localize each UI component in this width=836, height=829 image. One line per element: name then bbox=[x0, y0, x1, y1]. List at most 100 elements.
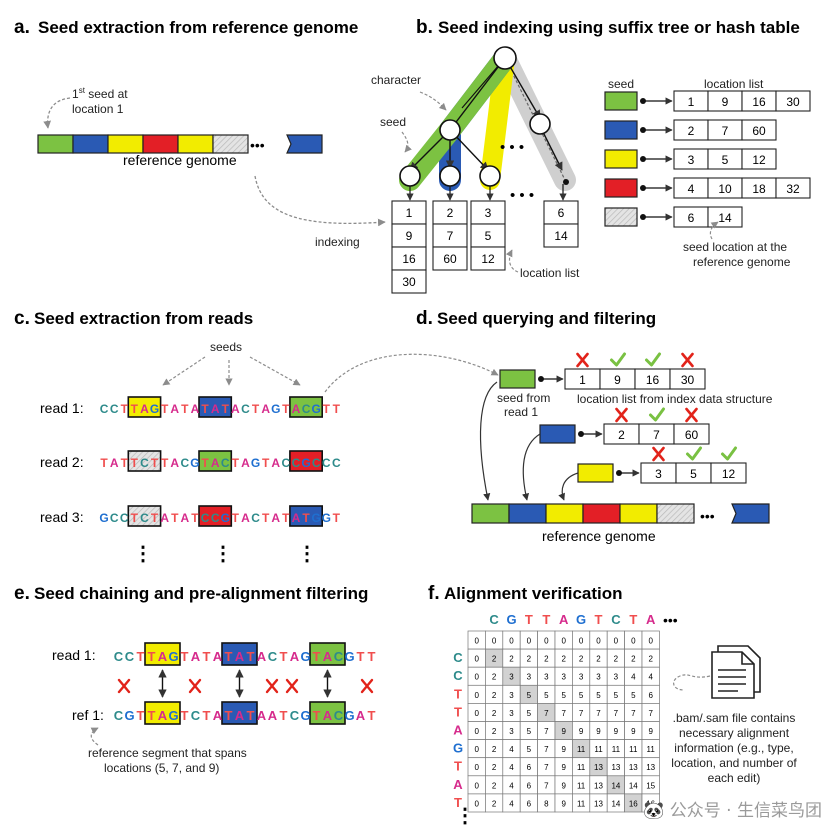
nucleotide-T: T bbox=[280, 708, 288, 723]
matrix-top-nucleotide: A bbox=[559, 612, 569, 627]
nucleotide-T: T bbox=[203, 708, 211, 723]
matrix-value: 11 bbox=[612, 745, 621, 754]
seed-label-b: seed bbox=[380, 115, 406, 129]
nucleotide-A: A bbox=[271, 456, 280, 470]
matrix-value: 9 bbox=[561, 727, 566, 736]
matrix-value: 9 bbox=[561, 763, 566, 772]
seed-note-pre: 1 bbox=[72, 87, 79, 101]
nucleotide-A: A bbox=[170, 456, 179, 470]
nucleotide-T: T bbox=[161, 402, 169, 416]
tree-list-value: 16 bbox=[402, 252, 416, 266]
nucleotide-G: G bbox=[300, 649, 310, 664]
seed-box-gray bbox=[127, 505, 162, 527]
nucleotide-G: G bbox=[124, 708, 134, 723]
matrix-value: 2 bbox=[492, 781, 497, 790]
matrix-value: 0 bbox=[474, 691, 479, 700]
hash-list-value: 10 bbox=[718, 182, 732, 196]
matrix-value: 11 bbox=[629, 745, 638, 754]
matrix-value: 5 bbox=[527, 727, 532, 736]
hash-list-value: 2 bbox=[688, 124, 695, 138]
matrix-value: 9 bbox=[648, 727, 653, 736]
seed-from-line2: read 1 bbox=[504, 405, 538, 419]
matrix-side-nucleotide: T bbox=[454, 686, 462, 701]
nucleotide-A: A bbox=[191, 402, 200, 416]
matrix-value: 11 bbox=[577, 763, 586, 772]
matrix-value: 5 bbox=[579, 691, 584, 700]
seed-box-blue bbox=[198, 396, 233, 418]
list-note: location list from index data structure bbox=[577, 392, 773, 406]
nucleotide-T: T bbox=[131, 511, 139, 525]
panel-f-label: f. bbox=[428, 583, 440, 604]
file-note-line: .bam/.sam file contains bbox=[673, 711, 796, 725]
matrix-value: 3 bbox=[509, 709, 514, 718]
ref-label-e: ref 1: bbox=[72, 707, 104, 723]
nucleotide-C: C bbox=[110, 402, 119, 416]
matrix-value: 2 bbox=[492, 763, 497, 772]
seed-box-green bbox=[309, 701, 346, 725]
matrix-value: 4 bbox=[509, 781, 514, 790]
nucleotide-G: G bbox=[322, 511, 331, 525]
hash-seed-header: seed bbox=[608, 77, 634, 91]
seeds-label: seeds bbox=[210, 340, 242, 354]
hash-list-value: 14 bbox=[718, 211, 732, 225]
genome-segment-yellow bbox=[545, 503, 584, 524]
nucleotide-T: T bbox=[225, 708, 233, 723]
nucleotide-C: C bbox=[100, 402, 109, 416]
nucleotide-A: A bbox=[231, 402, 240, 416]
matrix-side-nucleotide: A bbox=[453, 723, 463, 738]
nucleotide-G: G bbox=[221, 511, 230, 525]
genome-segment-yellow bbox=[619, 503, 658, 524]
matrix-value: 5 bbox=[596, 691, 601, 700]
tree-list-value: 60 bbox=[443, 252, 457, 266]
mismatch-mark bbox=[117, 678, 131, 694]
matrix-value: 4 bbox=[509, 745, 514, 754]
nucleotide-C: C bbox=[268, 649, 278, 664]
nucleotide-T: T bbox=[333, 402, 341, 416]
suffix-tree: • • • • • • bbox=[399, 46, 576, 204]
matrix-value: 0 bbox=[527, 637, 532, 646]
matrix-value: 2 bbox=[544, 655, 549, 664]
reference-genome-bar-a bbox=[37, 134, 323, 154]
panel-a-ellipsis: ••• bbox=[250, 137, 265, 153]
seed-note-sup: st bbox=[79, 86, 86, 95]
matrix-value: 7 bbox=[648, 709, 653, 718]
hash-list-value: 1 bbox=[688, 95, 695, 109]
matrix-value: 4 bbox=[509, 763, 514, 772]
nucleotide-T: T bbox=[232, 456, 240, 470]
tree-leaf-dot bbox=[563, 179, 569, 185]
nucleotide-A: A bbox=[235, 649, 245, 664]
character-label: character bbox=[371, 73, 421, 87]
hash-seed-blue bbox=[604, 120, 638, 140]
query-arrow bbox=[558, 472, 579, 501]
nucleotide-C: C bbox=[312, 456, 321, 470]
matrix-value: 9 bbox=[596, 727, 601, 736]
matrix-side-nucleotide: T bbox=[454, 759, 462, 774]
matrix-side-nucleotide: A bbox=[453, 777, 463, 792]
nucleotide-T: T bbox=[137, 708, 145, 723]
nucleotide-C: C bbox=[241, 402, 250, 416]
nucleotide-A: A bbox=[356, 708, 366, 723]
matrix-value: 16 bbox=[629, 799, 638, 808]
nucleotide-C: C bbox=[181, 456, 190, 470]
indexing-label: indexing bbox=[315, 235, 360, 249]
matrix-value: 5 bbox=[614, 691, 619, 700]
genome-segment-blue bbox=[72, 134, 109, 154]
ref-note-line1: reference segment that spans bbox=[88, 746, 247, 760]
matrix-value: 7 bbox=[544, 781, 549, 790]
matrix-value: 0 bbox=[648, 637, 653, 646]
hash-note-arrow bbox=[709, 221, 719, 240]
query-list-value: 30 bbox=[681, 373, 695, 387]
matrix-value: 11 bbox=[577, 745, 586, 754]
seed-box-blue bbox=[221, 701, 258, 725]
matrix-value: 2 bbox=[561, 655, 566, 664]
matrix-value: 0 bbox=[561, 637, 566, 646]
nucleotide-G: G bbox=[168, 708, 178, 723]
matrix-value: 3 bbox=[544, 673, 549, 682]
nucleotide-G: G bbox=[300, 708, 310, 723]
matrix-value: 7 bbox=[631, 709, 636, 718]
matrix-value: 0 bbox=[474, 709, 479, 718]
matrix-value: 4 bbox=[648, 673, 653, 682]
reject-mark bbox=[576, 352, 589, 368]
